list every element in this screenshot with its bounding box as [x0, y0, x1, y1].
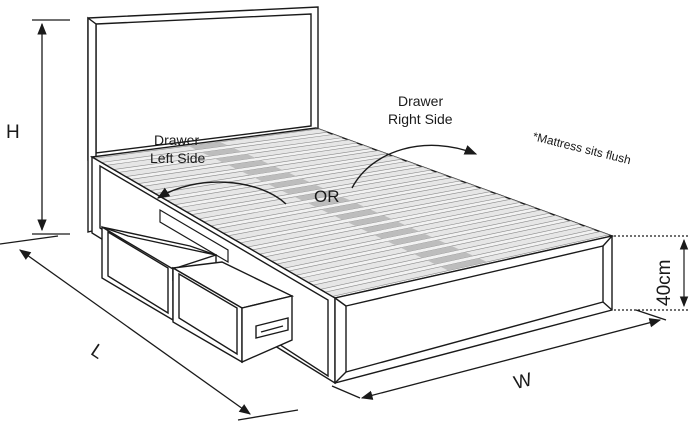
length-arrow — [19, 249, 251, 415]
slat-rail-shade — [440, 258, 488, 271]
front-panel-bevel-2 — [602, 235, 613, 247]
slat-rail-shade — [201, 147, 242, 157]
drawer-front-handle-line — [260, 325, 284, 333]
slat-rail-shade — [268, 178, 310, 188]
dimension-height — [32, 19, 70, 235]
slat-rail-shade — [254, 172, 297, 182]
drawer-right-label-line2: Right Side — [388, 111, 453, 127]
slat-rail-shade — [241, 166, 283, 176]
slat-rail-shade — [214, 154, 256, 163]
slat-rail-shade — [387, 233, 433, 246]
or-label: OR — [314, 187, 340, 206]
width-label: W — [512, 369, 535, 394]
front-panel-bevel-1 — [334, 297, 347, 307]
mattress-note: *Mattress sits flush — [531, 129, 632, 167]
slat-rail-shade — [374, 227, 419, 239]
length-start-tick — [0, 235, 59, 245]
slat-rail-shade — [347, 215, 392, 227]
slat-rail-shade — [228, 160, 269, 169]
dimension-length — [0, 235, 299, 421]
slat-rail-shade — [360, 221, 406, 233]
right-drawer-arrow — [351, 144, 478, 189]
length-end-tick — [237, 409, 299, 421]
slat-deck — [89, 127, 615, 299]
drawer-right-label-line1: Drawer — [398, 93, 443, 109]
length-label: L — [87, 340, 108, 363]
slat-rail-shade — [281, 184, 324, 195]
drawer-direction-arrows — [156, 144, 478, 205]
dimension-base-height — [614, 235, 690, 311]
slat-rail-shade — [427, 252, 474, 265]
slat-rail-shade — [400, 239, 447, 252]
drawer-left-label-line2: Left Side — [150, 150, 205, 166]
left-drawer-arrow — [156, 181, 287, 205]
drawer-front-handle-rail — [255, 317, 289, 339]
width-start-tick — [331, 385, 361, 399]
dimension-width — [331, 309, 667, 400]
width-end-tick — [635, 309, 667, 321]
width-arrow — [360, 318, 662, 400]
base-left-inner-line — [99, 164, 329, 378]
slat-rail-shade — [334, 209, 379, 220]
slat-rail-shade — [294, 190, 338, 201]
drawer-left-label-line1: Drawer — [154, 132, 199, 148]
height-label: H — [6, 122, 20, 143]
slat-rail-shade — [307, 196, 351, 207]
slats-group — [93, 128, 610, 297]
slat-rail-shade — [321, 203, 365, 214]
base-height-label: 40cm — [654, 260, 675, 306]
front-panel-bevel-4 — [334, 371, 347, 384]
slat-rail-shade — [413, 246, 460, 258]
front-panel-bevel-3 — [602, 301, 613, 311]
slat-rail-shade — [188, 141, 229, 150]
